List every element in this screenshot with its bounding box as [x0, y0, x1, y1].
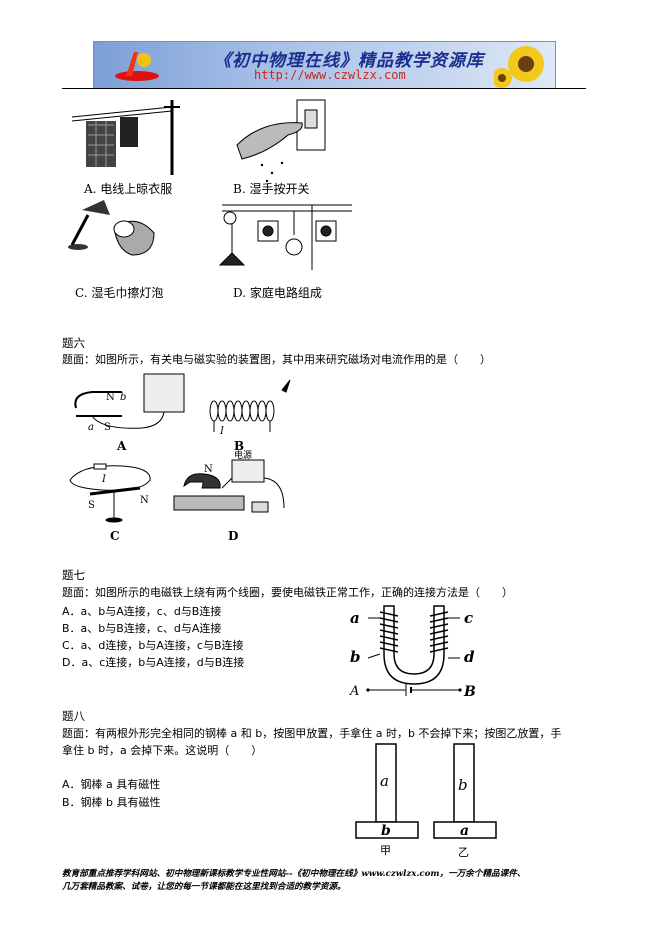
- svg-text:d: d: [464, 648, 475, 666]
- banner-title: 《初中物理在线》精品教学资源库: [214, 51, 484, 71]
- svg-text:a: a: [460, 823, 469, 839]
- svg-text:b: b: [120, 392, 126, 403]
- svg-text:N: N: [106, 392, 115, 403]
- svg-text:a: a: [380, 772, 389, 790]
- q5-illustrations: [68, 99, 352, 270]
- svg-text:D: D: [228, 529, 238, 543]
- svg-text:S: S: [104, 422, 111, 433]
- svg-text:A: A: [349, 684, 359, 699]
- svg-text:B: B: [463, 684, 476, 700]
- svg-text:乙: 乙: [458, 846, 469, 858]
- svg-text:b: b: [381, 823, 391, 839]
- q7-option-c: C．a、d连接，b与A连接，c与B连接: [62, 639, 244, 652]
- svg-text:a: a: [350, 609, 360, 627]
- wet-hand-switch-figure: [236, 99, 326, 183]
- svg-text:I: I: [101, 474, 107, 485]
- footer-note: 教育部重点推荐学科网站、初中物理新课标教学专业性网站--《初中物理在线》www.…: [62, 868, 602, 894]
- sunflower-icon: [494, 46, 544, 88]
- header-rule: [62, 88, 586, 89]
- q5-caption-a: A. 电线上晾衣服: [84, 182, 173, 196]
- q7-option-b: B．a、b与B连接，c、d与A连接: [62, 622, 222, 635]
- household-circuit-figure: [218, 204, 352, 270]
- site-logo-icon: [115, 52, 159, 81]
- svg-text:电源: 电源: [234, 449, 252, 461]
- svg-text:c: c: [464, 609, 473, 627]
- q6-stem: 题面：如图所示，有关电与磁实验的装置图，其中用来研究磁场对电流作用的是（ ）: [62, 353, 491, 366]
- q6-figure-c: I S N C: [69, 463, 151, 543]
- q8-option-a: A．钢棒 a 具有磁性: [62, 778, 161, 791]
- q6-figures: N b a S A I B I S N C N 电源 D: [69, 373, 291, 543]
- svg-text:N: N: [140, 495, 149, 506]
- q8-stem-line2: 拿住 b 时，a 会掉下来。这说明（ ）: [62, 744, 263, 757]
- q5-caption-b: B. 湿手按开关: [233, 182, 310, 196]
- svg-text:B: B: [234, 439, 244, 453]
- q6-heading: 题六: [62, 336, 85, 350]
- q8-stem-line1: 题面：有两根外形完全相同的钢棒 a 和 b，按图甲放置，手拿住 a 时，b 不会…: [62, 727, 562, 740]
- q5-caption-d: D. 家庭电路组成: [233, 286, 322, 300]
- svg-text:b: b: [350, 648, 361, 666]
- q8-option-b: B．钢棒 b 具有磁性: [62, 796, 161, 809]
- footer-line1: 教育部重点推荐学科网站、初中物理新课标教学专业性网站--《初中物理在线》www.…: [62, 869, 526, 879]
- q8-heading: 题八: [62, 709, 85, 723]
- q5-caption-c: C. 湿毛巾擦灯泡: [75, 286, 164, 300]
- q6-figure-d: N 电源 D: [173, 449, 285, 543]
- svg-text:甲: 甲: [380, 844, 391, 857]
- svg-text:A: A: [116, 439, 127, 453]
- q7-option-a: A．a、b与A连接，c、d与B连接: [62, 605, 222, 618]
- q7-option-d: D．a、c连接，b与A连接，d与B连接: [62, 656, 245, 669]
- q7-heading: 题七: [62, 568, 85, 582]
- q7-stem: 题面：如图所示的电磁铁上绕有两个线圈，要使电磁铁正常工作，正确的连接方法是（ ）: [62, 586, 513, 599]
- svg-text:S: S: [88, 500, 95, 511]
- banner-url: http://www.czwlzx.com: [254, 68, 406, 82]
- footer-line2: 几万套精品教案、试卷，让您的每一节课都能在这里找到合适的教学资源。: [62, 882, 346, 892]
- svg-text:b: b: [458, 776, 468, 794]
- q6-figure-b: I B: [209, 379, 291, 453]
- q7-electromagnet-figure: a b c d A B: [349, 605, 476, 700]
- q6-figure-a: N b a S A: [74, 373, 185, 453]
- clothes-on-wire-figure: [71, 100, 180, 175]
- lamp-towel-figure: [68, 200, 155, 256]
- q8-steel-bars-figure: a b b a 甲 乙: [355, 743, 497, 858]
- svg-text:a: a: [88, 422, 94, 433]
- header-banner: 《初中物理在线》精品教学资源库 http://www.czwlzx.com: [93, 41, 556, 89]
- svg-text:I: I: [219, 426, 225, 437]
- svg-text:N: N: [204, 464, 213, 475]
- svg-text:C: C: [110, 529, 120, 543]
